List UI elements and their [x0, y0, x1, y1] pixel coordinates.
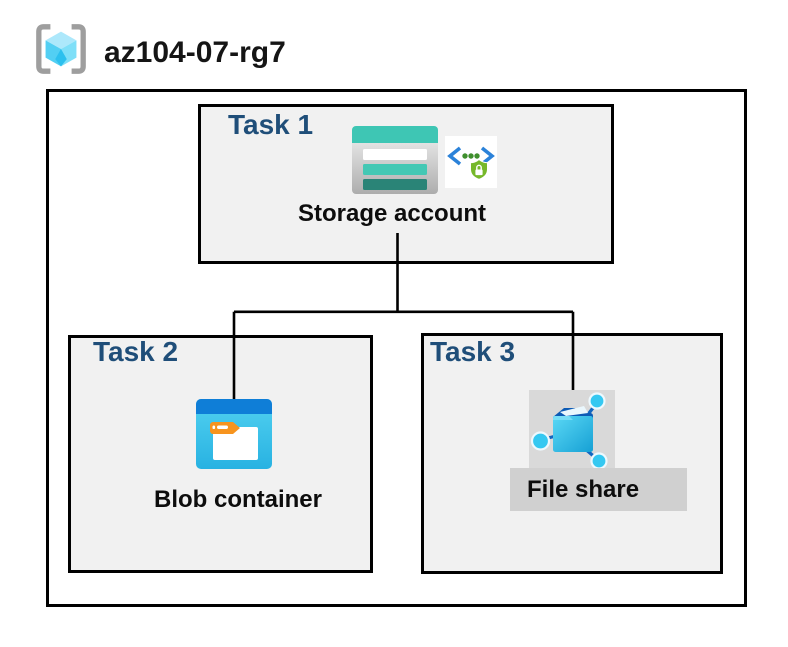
storage-account-icon — [352, 126, 438, 194]
task1-label: Task 1 — [228, 109, 314, 140]
blob-container-icon — [196, 399, 272, 469]
file-share-icon-highlight — [529, 390, 615, 470]
task3-label: Task 3 — [430, 336, 516, 367]
file-share-icon — [530, 392, 608, 470]
file-share-label: File share — [527, 476, 640, 503]
secure-endpoint-badge-icon — [445, 136, 497, 188]
resource-group-icon — [36, 24, 86, 74]
task2-label: Task 2 — [93, 336, 179, 367]
resource-group-name: az104-07-rg7 — [104, 36, 286, 69]
storage-account-label: Storage account — [297, 200, 487, 227]
blob-container-label: Blob container — [153, 486, 322, 513]
file-share-label-highlight: File share — [510, 468, 687, 511]
